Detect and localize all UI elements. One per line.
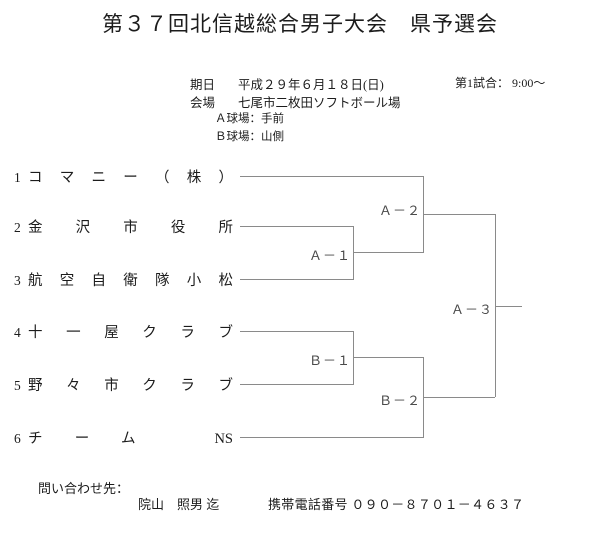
page-title: 第３７回北信越総合男子大会 県予選会 bbox=[102, 12, 498, 36]
output-line-b2 bbox=[423, 397, 495, 398]
feed-line-team-4 bbox=[240, 331, 354, 332]
match-label-a3: Ａ－３ bbox=[450, 302, 493, 317]
output-line-b1 bbox=[353, 357, 424, 358]
team-seed: 2 bbox=[14, 220, 21, 235]
feed-line-team-1 bbox=[240, 176, 424, 177]
feed-line-team-2 bbox=[240, 226, 354, 227]
team-name: 航空自衛隊小松 bbox=[28, 273, 233, 289]
field-a-note: Ａ球場：手前 bbox=[215, 113, 284, 125]
bracket-team-6: 6 チーム NS bbox=[14, 427, 244, 447]
champion-line bbox=[495, 306, 522, 307]
feed-line-team-5 bbox=[240, 384, 354, 385]
date-label: 期日 bbox=[190, 78, 216, 92]
match-label-a2: Ａ－２ bbox=[378, 203, 421, 218]
bracket-connector-a3 bbox=[495, 214, 496, 397]
bracket-team-3: 3 航空自衛隊小松 bbox=[14, 269, 244, 289]
output-line-a1 bbox=[353, 252, 424, 253]
match-label-b1: Ｂ－１ bbox=[308, 353, 351, 368]
team-name: チーム NS bbox=[28, 431, 233, 447]
contact-phone: 携帯電話番号 ０９０－８７０１－４６３７ bbox=[268, 497, 525, 512]
team-name: 十一屋クラブ bbox=[28, 325, 233, 341]
match-label-a1: Ａ－１ bbox=[308, 248, 351, 263]
bracket-team-5: 5 野々市クラブ bbox=[14, 374, 244, 394]
team-seed: 3 bbox=[14, 273, 21, 288]
venue-label: 会場 bbox=[190, 96, 216, 110]
contact-label: 問い合わせ先： bbox=[38, 481, 130, 496]
team-name: 金沢市役所 bbox=[28, 220, 233, 236]
match-label-b2: Ｂ－２ bbox=[378, 393, 421, 408]
team-name: コマニー（株） bbox=[28, 170, 233, 186]
bracket-team-4: 4 十一屋クラブ bbox=[14, 321, 244, 341]
field-b-note: Ｂ球場：山側 bbox=[215, 131, 284, 143]
team-seed: 1 bbox=[14, 170, 21, 185]
first-match-time: 第1試合： 9:00〜 bbox=[455, 76, 546, 90]
venue-value: 七尾市二枚田ソフトボール場 bbox=[238, 96, 401, 110]
contact-name: 院山 照男 迄 bbox=[138, 497, 220, 512]
team-seed: 6 bbox=[14, 431, 21, 446]
output-line-a2 bbox=[423, 214, 495, 215]
team-seed: 5 bbox=[14, 378, 21, 393]
feed-line-team-6 bbox=[240, 437, 424, 438]
feed-line-team-3 bbox=[240, 279, 354, 280]
bracket-team-1: 1 コマニー（株） bbox=[14, 166, 244, 186]
date-value: 平成２９年６月１８日(日) bbox=[238, 78, 384, 92]
team-seed: 4 bbox=[14, 325, 21, 340]
bracket-team-2: 2 金沢市役所 bbox=[14, 216, 244, 236]
team-name: 野々市クラブ bbox=[28, 378, 233, 394]
